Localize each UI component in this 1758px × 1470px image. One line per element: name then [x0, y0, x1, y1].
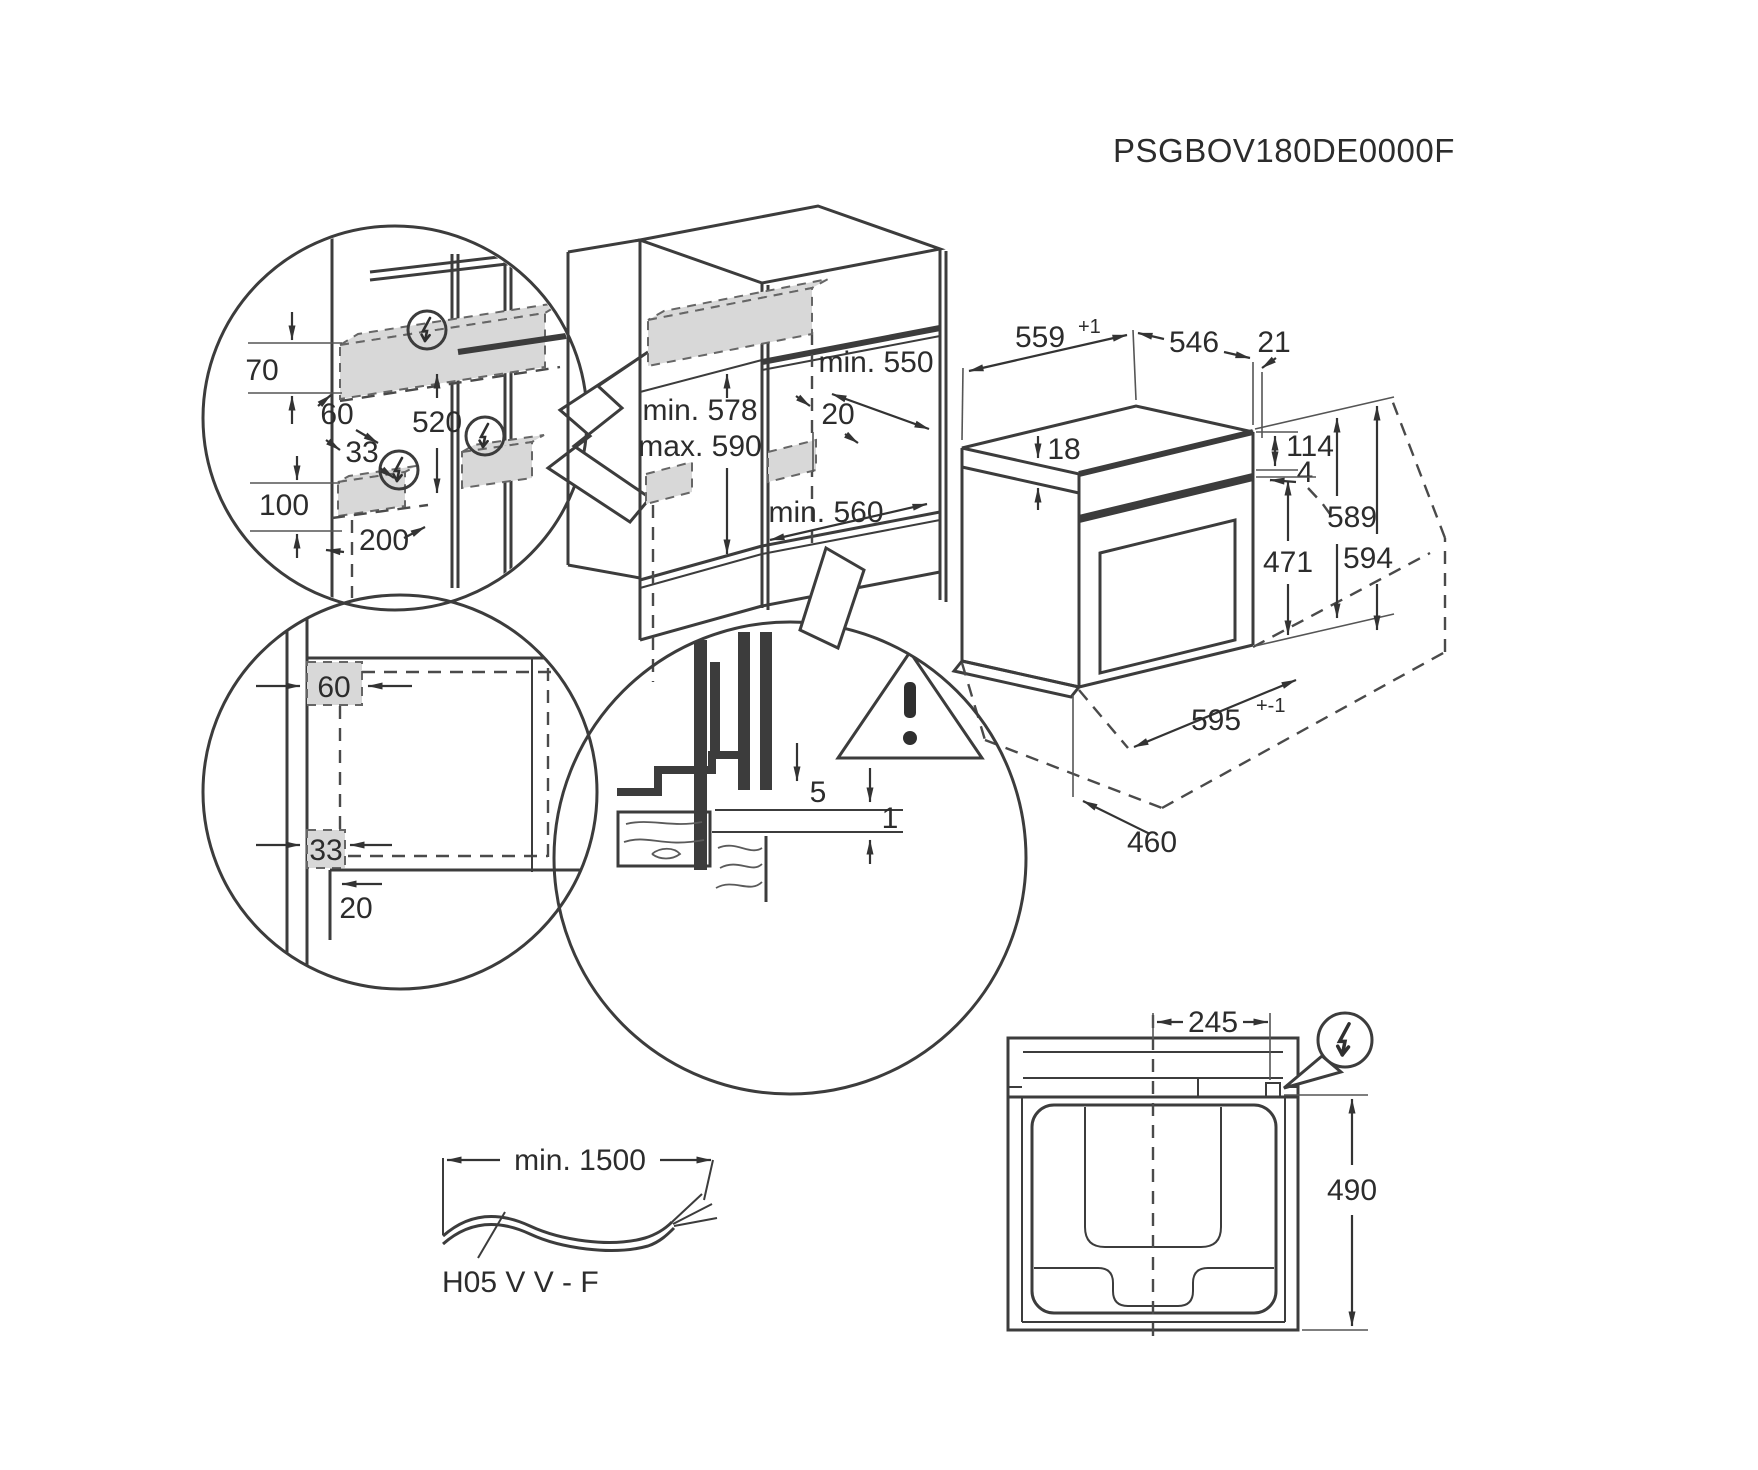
detail-circle-side-wall: 60 33 20 [201, 593, 599, 991]
fixing-zone-bottom [306, 829, 346, 869]
dim-connection-depth: 490 [1327, 1174, 1377, 1207]
power-cord-drawing: min. 1500 H05 V V - F [442, 1144, 718, 1299]
dim-cord-length: min. 1500 [514, 1144, 646, 1177]
electrical-connection-icon [406, 309, 448, 351]
dim-60: 60 [320, 398, 353, 431]
dim-total-height: 594 [1343, 542, 1393, 575]
dim-70: 70 [245, 354, 278, 387]
dim-body-height: 589 [1327, 501, 1377, 534]
dim-cutout-width: 559 [1015, 321, 1065, 354]
detail-circle-flush-mounting: 5 1 [552, 545, 1028, 1096]
warning-icon [835, 649, 985, 760]
dim-panel-height: 114 [1286, 430, 1334, 463]
dim-gap: 4 [1297, 456, 1314, 489]
dim-height-max: max. 590 [638, 430, 761, 463]
dim-520: 520 [412, 406, 462, 439]
dim-1: 1 [882, 802, 899, 835]
dim-door-offset: 21 [1257, 326, 1290, 359]
dim-body-depth: 546 [1169, 326, 1219, 359]
fixing-zone-top [306, 661, 363, 706]
dim-33: 33 [309, 834, 342, 867]
dim-cutout-width-tolerance: +1 [1078, 316, 1101, 338]
connection-zone-lower [337, 470, 406, 518]
dim-100: 100 [259, 489, 309, 522]
dim-60: 60 [317, 671, 350, 704]
zoom-callout-tail [798, 545, 866, 651]
dim-top-recess: 18 [1047, 433, 1080, 466]
detail-circle-electrical-zones: 70 60 520 33 100 200 [201, 224, 589, 612]
dim-front-width: 595 [1191, 704, 1241, 737]
oven-top-view: 245 490 [1006, 1006, 1377, 1338]
electrical-connection-icon [1283, 1011, 1374, 1090]
oven-door-bottom-trim [951, 659, 1082, 699]
dim-width-min: min. 560 [768, 496, 883, 529]
connection-zone-projection [647, 286, 813, 368]
drawing-code: PSGBOV180DE0000F [1113, 132, 1455, 169]
dim-front-width-tolerance: +-1 [1256, 695, 1285, 717]
cabinet-niche-drawing: min. 578 max. 590 min. 550 20 min. 560 [566, 204, 948, 682]
dim-depth-min: min. 550 [818, 346, 933, 379]
dim-vent-gap: 20 [821, 398, 854, 431]
dim-bottom-depth: 460 [1127, 826, 1177, 859]
dim-33: 33 [345, 436, 378, 469]
worktop-cross-section [616, 810, 712, 868]
oven-door-window [1098, 518, 1237, 675]
dim-20: 20 [339, 892, 372, 925]
dim-height-min: min. 578 [642, 394, 757, 427]
mains-connection-point [1265, 1082, 1281, 1098]
dim-5: 5 [810, 776, 827, 809]
connection-zone-top [339, 311, 546, 401]
cable-type-label: H05 V V - F [442, 1266, 599, 1299]
oven-isometric-view: 18 559 +1 546 21 114 4 471 589 [951, 316, 1447, 859]
dim-connection-offset: 245 [1188, 1006, 1238, 1039]
zoom-callout-arrow [545, 350, 653, 524]
electrical-connection-icon [464, 415, 506, 457]
dim-door-height: 471 [1263, 546, 1313, 579]
dim-200: 200 [359, 524, 409, 557]
electrical-connection-icon [378, 449, 420, 491]
